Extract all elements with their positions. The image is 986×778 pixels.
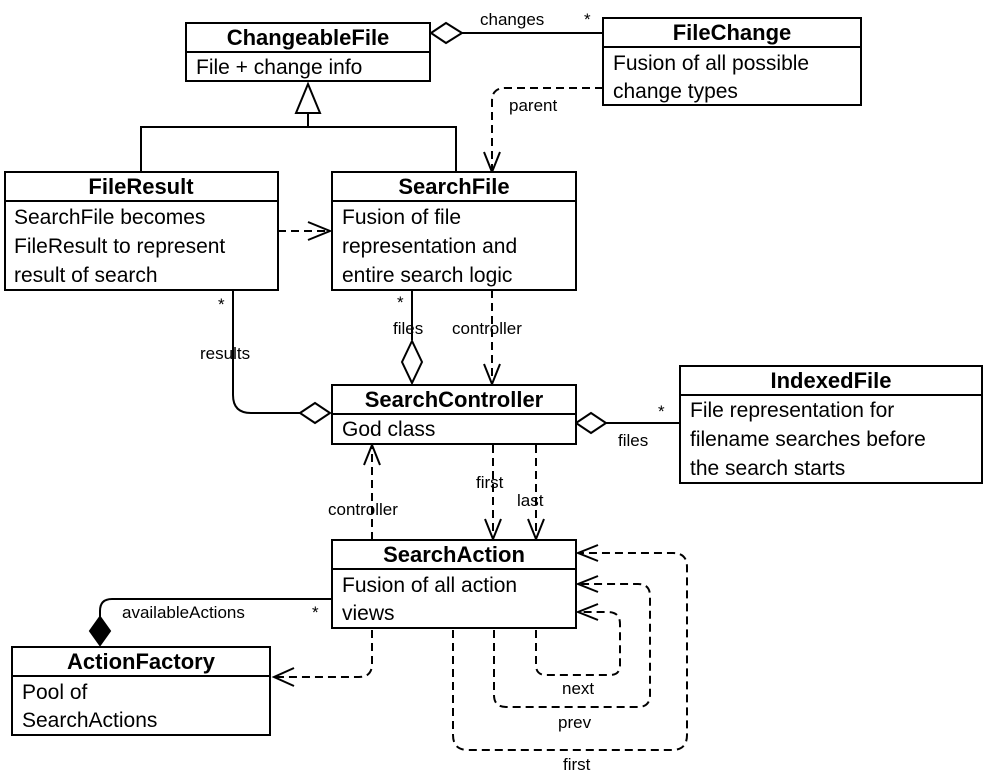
class-name: SearchAction bbox=[383, 542, 525, 567]
class-description-line: the search starts bbox=[690, 457, 845, 480]
arrow-head-icon bbox=[271, 667, 295, 687]
class-description-line: File + change info bbox=[196, 56, 362, 79]
files-association: * files bbox=[393, 290, 424, 386]
changes-association: changes * bbox=[429, 10, 603, 45]
arrow-head-icon bbox=[575, 544, 599, 562]
class-name: ActionFactory bbox=[67, 649, 216, 674]
class-search-action: SearchAction Fusion of all action views bbox=[331, 539, 577, 629]
arrow-head-icon bbox=[575, 603, 599, 621]
class-description-line: File representation for bbox=[690, 399, 894, 422]
label-first-action: first bbox=[476, 473, 504, 492]
label-available-actions: availableActions bbox=[122, 603, 245, 622]
prev-self-loop: prev bbox=[493, 575, 651, 732]
indexed-files-association: * files bbox=[574, 402, 680, 450]
label-controller-searchfile: controller bbox=[452, 319, 522, 338]
inheritance-triangle-icon bbox=[294, 81, 322, 114]
last-dependency: last bbox=[517, 445, 545, 542]
parent-dependency: parent bbox=[483, 87, 603, 175]
class-description-line: Fusion of all action bbox=[342, 574, 517, 597]
label-next: next bbox=[562, 679, 594, 698]
class-description-line: filename searches before bbox=[690, 428, 926, 451]
action-factory-dependency bbox=[271, 630, 373, 687]
label-results: results bbox=[200, 344, 250, 363]
mult-files-searchfile: * bbox=[397, 293, 404, 312]
class-description-line: SearchFile becomes bbox=[14, 206, 205, 229]
aggregation-diamond-icon bbox=[298, 401, 332, 425]
class-description-line: representation and bbox=[342, 235, 517, 258]
first-self-loop: first bbox=[452, 544, 688, 774]
class-file-change: FileChange Fusion of all possible change… bbox=[602, 17, 862, 106]
label-changes: changes bbox=[480, 10, 544, 29]
next-self-loop: next bbox=[535, 603, 621, 698]
class-description-line: result of search bbox=[14, 264, 158, 287]
class-description-line: views bbox=[342, 602, 395, 625]
mult-available-actions: * bbox=[312, 603, 319, 622]
label-parent: parent bbox=[509, 96, 557, 115]
class-description-line: God class bbox=[342, 418, 435, 441]
mult-files-indexed: * bbox=[658, 402, 665, 421]
class-file-result: FileResult SearchFile becomes FileResult… bbox=[4, 171, 279, 291]
composition-diamond-icon bbox=[88, 615, 112, 647]
class-description-line: Pool of bbox=[22, 681, 88, 704]
class-name: SearchController bbox=[365, 387, 544, 412]
aggregation-diamond-icon bbox=[429, 21, 464, 45]
class-name: FileChange bbox=[673, 20, 792, 45]
class-search-controller: SearchController God class bbox=[331, 384, 577, 445]
label-prev: prev bbox=[558, 713, 592, 732]
class-name: ChangeableFile bbox=[227, 25, 390, 50]
controller-dependency-searchfile: controller bbox=[452, 290, 522, 387]
aggregation-diamond-icon bbox=[400, 338, 424, 386]
class-description-line: change types bbox=[613, 80, 738, 103]
class-description-line: Fusion of all possible bbox=[613, 52, 809, 75]
class-action-factory: ActionFactory Pool of SearchActions bbox=[11, 646, 271, 736]
class-indexed-file: IndexedFile File representation for file… bbox=[679, 365, 983, 484]
mult-results: * bbox=[218, 295, 225, 314]
class-description-line: FileResult to represent bbox=[14, 235, 225, 258]
results-association: * results bbox=[200, 290, 332, 425]
label-first-loop: first bbox=[563, 755, 591, 774]
class-description-line: Fusion of file bbox=[342, 206, 461, 229]
class-name: IndexedFile bbox=[770, 368, 891, 393]
class-name: SearchFile bbox=[398, 174, 509, 199]
mult-changes: * bbox=[584, 10, 591, 29]
label-files-indexed: files bbox=[618, 431, 648, 450]
arrow-head-icon bbox=[307, 221, 333, 241]
label-last-action: last bbox=[517, 491, 544, 510]
label-files-searchfile: files bbox=[393, 319, 423, 338]
available-actions-composition: availableActions * bbox=[88, 598, 332, 647]
class-search-file: SearchFile Fusion of file representation… bbox=[331, 171, 577, 291]
first-dependency: first bbox=[476, 445, 504, 542]
label-controller-action: controller bbox=[328, 500, 398, 519]
class-changeable-file: ChangeableFile File + change info bbox=[185, 22, 431, 82]
class-description-line: entire search logic bbox=[342, 264, 512, 287]
controller-dependency-action: controller bbox=[328, 442, 398, 540]
inheritance-connector bbox=[140, 81, 457, 172]
arrow-head-icon bbox=[575, 575, 599, 593]
aggregation-diamond-icon bbox=[574, 411, 608, 435]
class-description-line: SearchActions bbox=[22, 709, 157, 732]
class-name: FileResult bbox=[88, 174, 194, 199]
fileresult-searchfile-dependency bbox=[278, 221, 333, 241]
